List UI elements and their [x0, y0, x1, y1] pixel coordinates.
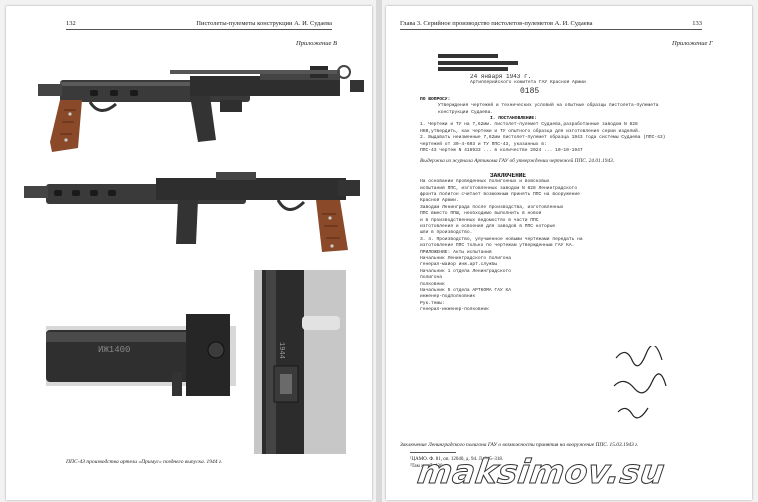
page-gutter — [376, 0, 382, 502]
doc1-section: I. ПОСТАНОВЛЕНИЕ: — [490, 115, 537, 121]
doc2-line: инженер-подполковник — [420, 294, 476, 300]
doc1-para3: ППС-43 чертеж N 416933 ... в количестве … — [420, 147, 583, 153]
doc2-title: ЗАКЛЮЧЕНИЕ — [490, 172, 527, 179]
left-page-number: 132 — [66, 20, 76, 27]
doc1-para1: 1. Чертежи и ТУ на 7,62мм. пистолет-пуле… — [420, 122, 641, 134]
smg-photo-top — [20, 62, 370, 162]
doc1-addressee: Артиллерийского комитета ГАУ Красной Арм… — [470, 80, 586, 86]
doc2-line: изготовление ППС только по чертежам утве… — [420, 243, 575, 249]
doc2-line: полковник — [420, 281, 445, 287]
doc2-line: Красной Армии. — [420, 198, 459, 204]
signatures — [613, 346, 667, 419]
left-page: 132 Пистолеты-пулеметы конструкции А. И.… — [6, 6, 372, 500]
closeup-photo-receiver: ИЖ1400 — [46, 306, 236, 406]
footnote-2: ²Там же. Л. 430. — [410, 464, 444, 469]
right-running-head: Глава 3. Серийное производство пистолето… — [400, 20, 702, 30]
doc2-line: полигона — [420, 275, 443, 281]
doc2-line: Начальник 1 отдела Ленинградского — [420, 268, 511, 274]
closeup-photo-year-mark: 1944 — [254, 270, 346, 454]
doc1-caption: Выдержка из журнала Артикома ГАУ об утве… — [420, 158, 615, 165]
doc2-line: ПРИЛОЖЕНИЕ: Акты испытаний — [420, 249, 492, 255]
smg-photo-middle — [16, 166, 371, 266]
footnotes: ¹ЦАМО. Ф. 81, оп. 12040, д. 94. Л. 315–3… — [410, 456, 503, 470]
receiver-stamp-mark: ИЖ1400 — [98, 345, 130, 355]
left-running-title: Пистолеты-пулеметы конструкции А. И. Суд… — [196, 20, 332, 27]
doc2-line: Рук.темы: — [420, 300, 445, 306]
left-appendix-label: Приложение В — [296, 40, 337, 47]
year-stamp-mark: 1944 — [277, 342, 285, 359]
doc2-line: генерал-инженер-полковник — [420, 307, 489, 313]
doc2-line: Начальник 5 отдела АРТКОМА ГАУ КА — [420, 288, 511, 294]
doc1-para2: 2. Выдавать неизменные 7,62мм пистолет-п… — [420, 135, 666, 147]
doc2-line: Заводам Ленинграда после производства, и… — [420, 204, 564, 210]
doc1-subject: Утверждения чертежей и технических услов… — [438, 103, 659, 115]
right-page: Глава 3. Серийное производство пистолето… — [386, 6, 752, 500]
doc1-date: 24 января 1943 г. — [470, 73, 532, 80]
doc2-line: изготовления и освоения для заводов в ПП… — [420, 224, 556, 229]
doc1-number: 0185 — [520, 86, 540, 96]
doc2-line: 3. 4. Производство, улучшенное новыми че… — [420, 236, 583, 242]
footnote-rule — [410, 452, 456, 453]
left-photo-caption: ППС-43 производства артели «Примус» позд… — [66, 459, 223, 465]
doc1-subject-label: ПО ВОПРОСУ: — [420, 96, 451, 102]
doc2-line: фронта полигон считает возможным принять… — [420, 191, 580, 197]
right-running-chapter: Глава 3. Серийное производство пистолето… — [400, 20, 593, 27]
footnote-1: ¹ЦАМО. Ф. 81, оп. 12040, д. 94. Л. 315–3… — [410, 457, 504, 462]
doc2-line: ППС вместо ППШ, необходимо выполнить в н… — [420, 211, 542, 217]
archive-document: 24 января 1943 г. Артиллерийского комите… — [420, 54, 670, 440]
doc2-line: генерал-майор инж.арт.службы — [420, 262, 498, 268]
left-running-head: 132 Пистолеты-пулеметы конструкции А. И.… — [66, 20, 332, 30]
right-appendix-label: Приложение Г — [672, 40, 713, 47]
doc2-line: и в производственных ведомостях в части … — [420, 217, 539, 223]
doc2-line: шли в производство. — [420, 230, 473, 236]
doc2-caption: Заключение Ленинградского полигона ГАУ о… — [400, 442, 639, 448]
right-page-number: 133 — [692, 20, 702, 27]
watermark: maksimov.su — [415, 452, 668, 492]
doc2-body: На основании проведенных полигонных и во… — [420, 179, 670, 314]
doc2-line: Начальник Ленинградского полигона — [420, 256, 511, 262]
doc2-line: На основании проведенных полигонных и во… — [420, 179, 550, 185]
doc2-line: испытаний ППС, изготовленных заводом N 8… — [420, 185, 578, 191]
